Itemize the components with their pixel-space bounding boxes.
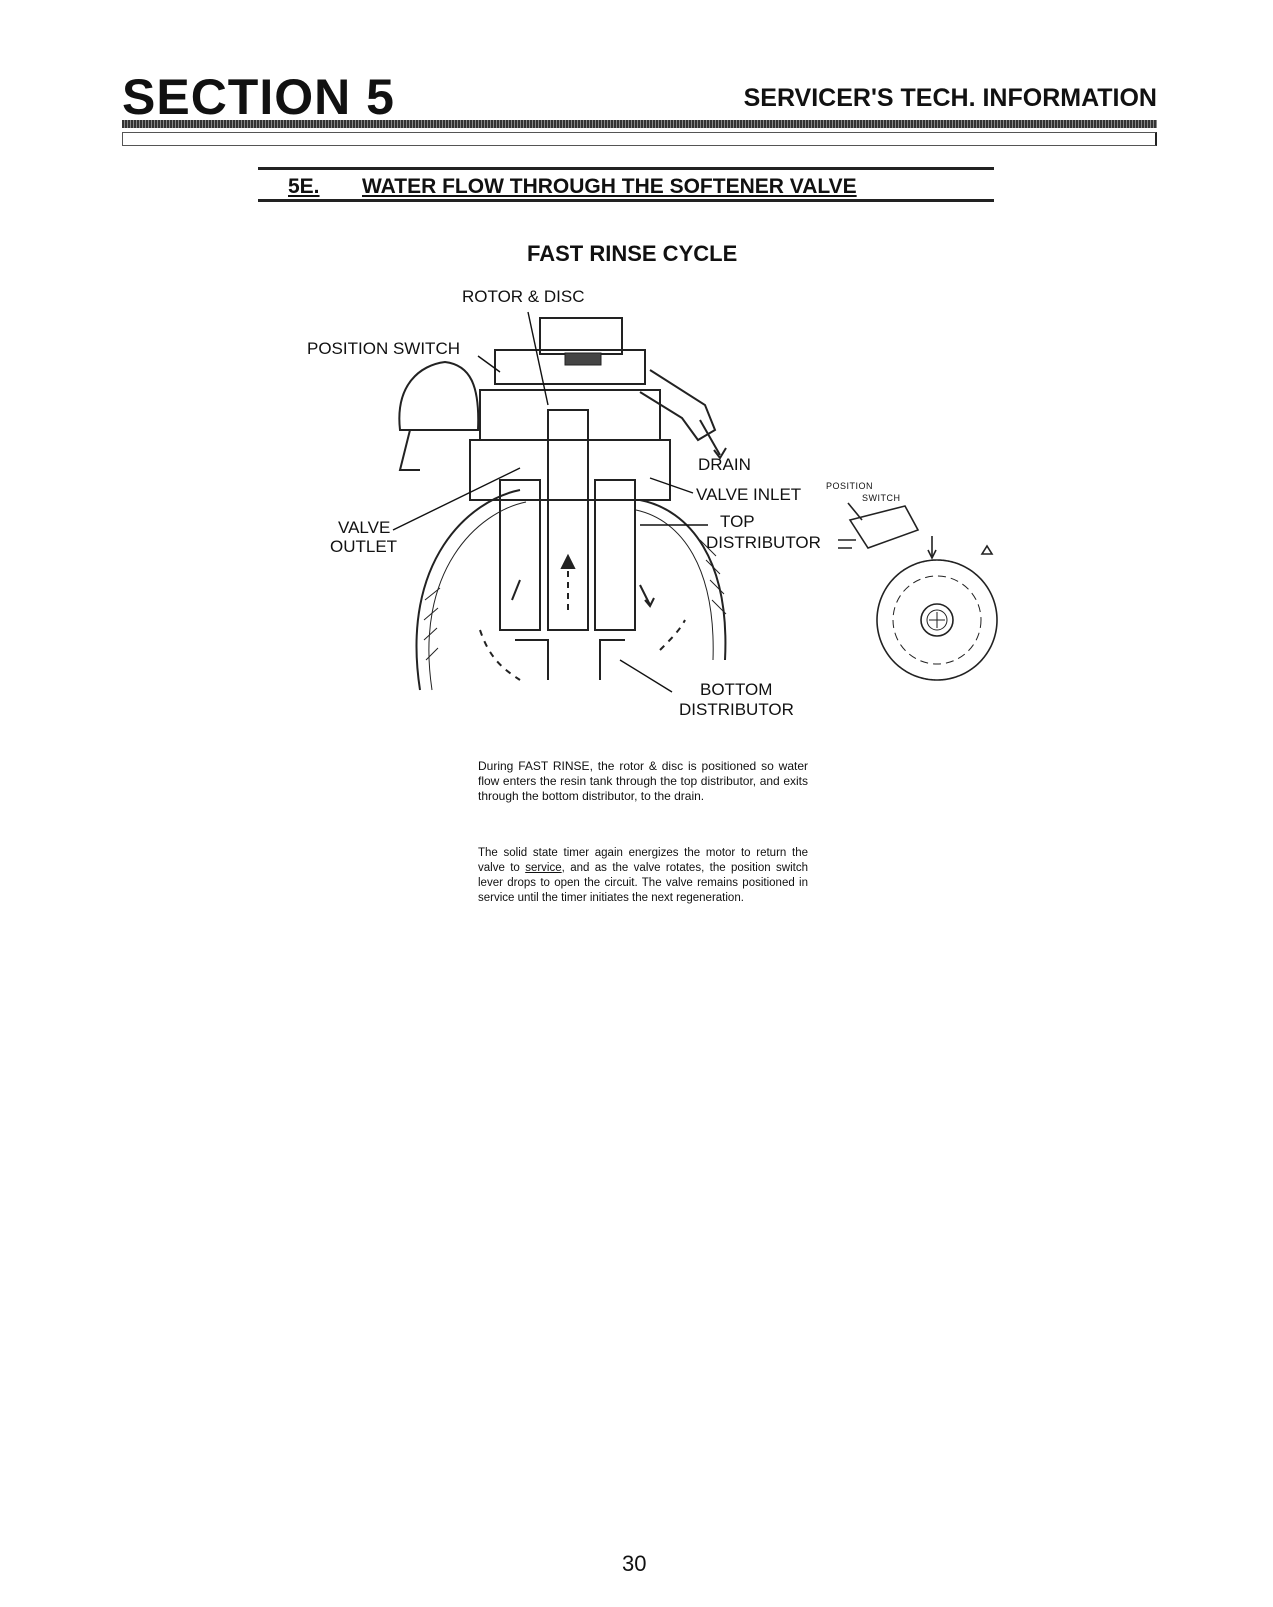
label-rotor-disc: ROTOR & DISC	[462, 287, 585, 306]
page-number: 30	[622, 1551, 647, 1576]
center-tube	[547, 409, 589, 631]
section-title: SECTION 5	[122, 69, 395, 125]
tank-wall-left	[415, 489, 521, 691]
riser-left	[499, 479, 541, 631]
paragraph-2-underlined: service	[525, 862, 562, 874]
leader-rotor-disc	[527, 311, 549, 406]
position-switch-body	[398, 360, 480, 431]
label-valve: VALVE	[338, 518, 391, 537]
figure-title: FAST RINSE CYCLE	[527, 241, 738, 266]
label-top: TOP	[720, 512, 755, 531]
subsection-number: 5E.	[288, 175, 320, 198]
motor-housing	[539, 317, 623, 355]
header-rule	[122, 120, 1157, 128]
label-valve-inlet: VALVE INLET	[696, 485, 802, 504]
paragraph-2-start: The solid state timer again energizes th…	[478, 847, 808, 874]
drain-fitting	[639, 369, 717, 442]
leader-valve-inlet	[649, 477, 694, 494]
body-paragraph-2: The solid state timer again energizes th…	[478, 846, 808, 906]
position-switch-inset	[838, 502, 998, 681]
body-paragraph-1: During FAST RINSE, the rotor & disc is p…	[478, 759, 808, 803]
label-drain: DRAIN	[698, 455, 751, 474]
label-bottom-distributor: DISTRIBUTOR	[679, 700, 794, 719]
subsection-title: WATER FLOW THROUGH THE SOFTENER VALVE	[362, 175, 857, 198]
header-rule-frame	[122, 132, 1157, 146]
label-position-switch: POSITION SWITCH	[307, 339, 460, 358]
section-subtitle: SERVICER'S TECH. INFORMATION	[743, 84, 1157, 112]
subheading-rule-bottom	[258, 199, 994, 202]
label-inset-position: POSITION	[826, 481, 874, 491]
subheading-rule-top	[258, 167, 994, 170]
leader-position-switch	[477, 355, 501, 373]
tank-wall-right	[639, 499, 727, 661]
softener-valve-diagram	[392, 311, 998, 693]
leader-bottom-distributor	[619, 659, 673, 693]
leader-valve-outlet	[392, 467, 521, 531]
label-top-distributor: DISTRIBUTOR	[706, 533, 821, 552]
label-outlet: OUTLET	[330, 537, 398, 556]
label-inset-switch: SWITCH	[862, 493, 901, 503]
riser-right	[594, 479, 636, 631]
label-bottom: BOTTOM	[700, 680, 773, 699]
paragraph-2-end: , and as the valve rotates, the position…	[478, 862, 808, 904]
